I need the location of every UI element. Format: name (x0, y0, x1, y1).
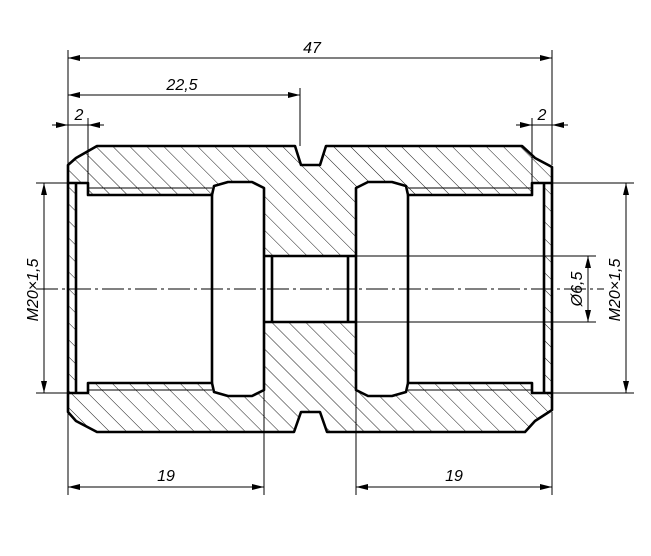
dim-right-thread: M20×1,5 (607, 259, 624, 322)
dim-right-chamfer: 2 (537, 107, 547, 124)
dim-left-chamfer: 2 (74, 107, 84, 124)
dim-left-thread: M20×1,5 (25, 259, 42, 322)
dim-left-to-neck: 22,5 (165, 77, 197, 94)
dim-overall-length: 47 (303, 40, 322, 57)
dim-right-thread-depth: 19 (445, 468, 463, 485)
dim-bore-diameter: Ø6,5 (569, 272, 586, 308)
dimension-right-thread: M20×1,5 (552, 182, 634, 394)
dimension-right-depth: 19 (355, 390, 553, 495)
dimension-left-thread: M20×1,5 (25, 182, 76, 394)
central-bore-outline (264, 254, 356, 324)
dimension-left-depth: 19 (67, 390, 265, 495)
dimension-left-chamfer: 2 (52, 107, 104, 183)
dimension-overall: 47 (67, 40, 553, 165)
right-bore-contour (354, 180, 552, 398)
dimension-neck: 22,5 (68, 77, 301, 146)
dimension-right-chamfer: 2 (516, 107, 568, 183)
dim-left-thread-depth: 19 (157, 468, 175, 485)
dimension-bore: Ø6,5 (356, 255, 596, 323)
left-bore-contour (68, 180, 266, 398)
